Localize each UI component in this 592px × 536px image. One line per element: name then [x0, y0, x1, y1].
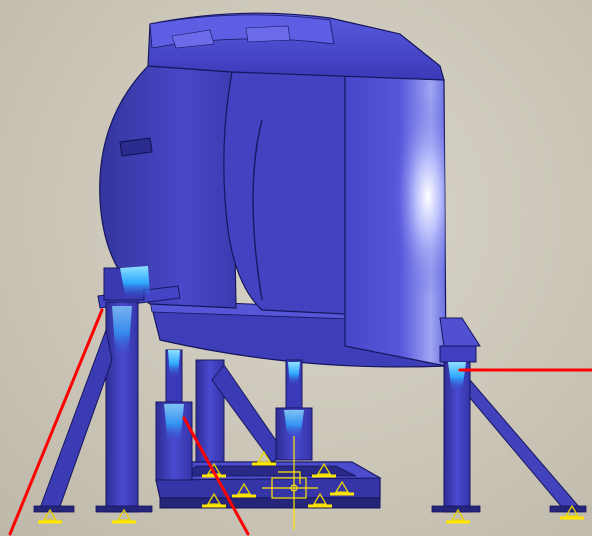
boundary-conditions[interactable] — [38, 450, 584, 524]
stress-hotspot — [168, 350, 180, 378]
fixed-support-icon[interactable] — [308, 492, 332, 508]
left-support[interactable] — [33, 266, 181, 513]
fixed-support-icon[interactable] — [202, 492, 226, 508]
result-callouts[interactable] — [8, 308, 592, 536]
stress-hotspot — [284, 410, 304, 440]
stress-hotspot — [164, 404, 184, 444]
callout-line[interactable] — [8, 308, 104, 536]
fixed-support-icon[interactable] — [252, 450, 276, 466]
stress-hotspot — [120, 266, 150, 300]
coordinate-triad-icon[interactable] — [262, 436, 318, 530]
fixed-support-icon[interactable] — [312, 462, 336, 478]
actuator-right[interactable] — [275, 359, 313, 461]
right-support[interactable] — [431, 317, 587, 513]
fixed-support-icon[interactable] — [38, 508, 62, 524]
fixed-support-icon[interactable] — [232, 482, 256, 498]
stress-hotspot — [288, 362, 300, 386]
fixed-support-icon[interactable] — [560, 504, 584, 520]
fixed-support-icon[interactable] — [446, 508, 470, 524]
fixed-support-icon[interactable] — [112, 508, 136, 524]
stress-hotspot — [112, 306, 132, 360]
simulator-cabin[interactable] — [99, 12, 447, 368]
callout-line[interactable] — [182, 416, 250, 536]
rear-supports[interactable] — [195, 359, 287, 471]
actuator-left[interactable] — [155, 349, 193, 481]
fixed-support-icon[interactable] — [330, 480, 354, 496]
